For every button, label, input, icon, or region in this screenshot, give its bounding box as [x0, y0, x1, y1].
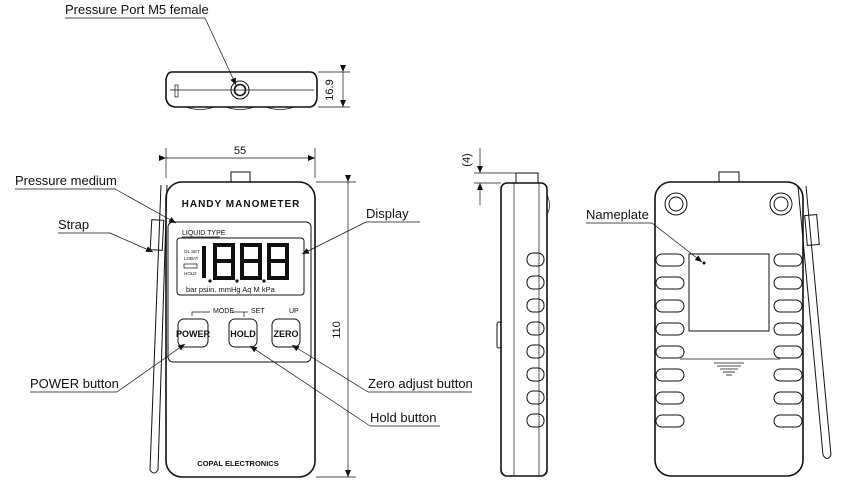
svg-text:HOLD: HOLD [230, 329, 256, 339]
set-label: SET [251, 308, 265, 315]
liquid-type-label: LIQUID TYPE [182, 230, 226, 237]
zero-adjust-label: Zero adjust button [368, 376, 473, 391]
lcd-digits [202, 243, 289, 280]
units-label: bar psiin. mmHg Aq M kPa [186, 285, 276, 294]
nameplate-label: Nameplate [586, 207, 649, 222]
front-view: 55 HANDY MANOMETER LIQUID TYPE OL SET LO… [149, 145, 356, 478]
port-height-dimension: (4) [461, 153, 473, 166]
side-grip-slots [526, 252, 545, 428]
strap-label: Strap [58, 217, 89, 232]
ol-set-label: OL SET [184, 249, 200, 254]
top-view: 16.9 [165, 65, 350, 110]
display-label: Display [366, 206, 409, 221]
brand-label: COPAL ELECTRONICS [197, 459, 278, 468]
up-label: UP [289, 308, 299, 315]
lobat-label: LOBAT [184, 256, 199, 261]
battery-vent-icon [714, 362, 744, 376]
svg-text:POWER: POWER [176, 329, 211, 339]
hold-button-label: Hold button [370, 410, 437, 425]
hold-indicator-label: HOLD [184, 271, 197, 276]
hold-button[interactable]: HOLD [228, 318, 258, 348]
thickness-dimension: 16.9 [324, 79, 336, 100]
width-dimension: 55 [234, 145, 246, 157]
back-grip-slots-left [655, 253, 685, 428]
pressure-port-icon [230, 80, 250, 100]
nameplate [688, 253, 770, 332]
side-view: (4) [461, 148, 550, 477]
back-view [654, 171, 832, 477]
power-button-label: POWER button [30, 376, 119, 391]
pressure-medium-label: Pressure medium [15, 173, 117, 188]
power-button[interactable]: POWER [176, 318, 211, 348]
zero-button[interactable]: ZERO [271, 318, 301, 348]
pressure-port-label: Pressure Port M5 female [65, 2, 209, 17]
mode-label: MODE [213, 308, 234, 315]
svg-text:ZERO: ZERO [273, 329, 298, 339]
device-title: HANDY MANOMETER [182, 199, 301, 210]
height-dimension: 110 [331, 321, 343, 339]
back-grip-slots-right [773, 253, 803, 428]
